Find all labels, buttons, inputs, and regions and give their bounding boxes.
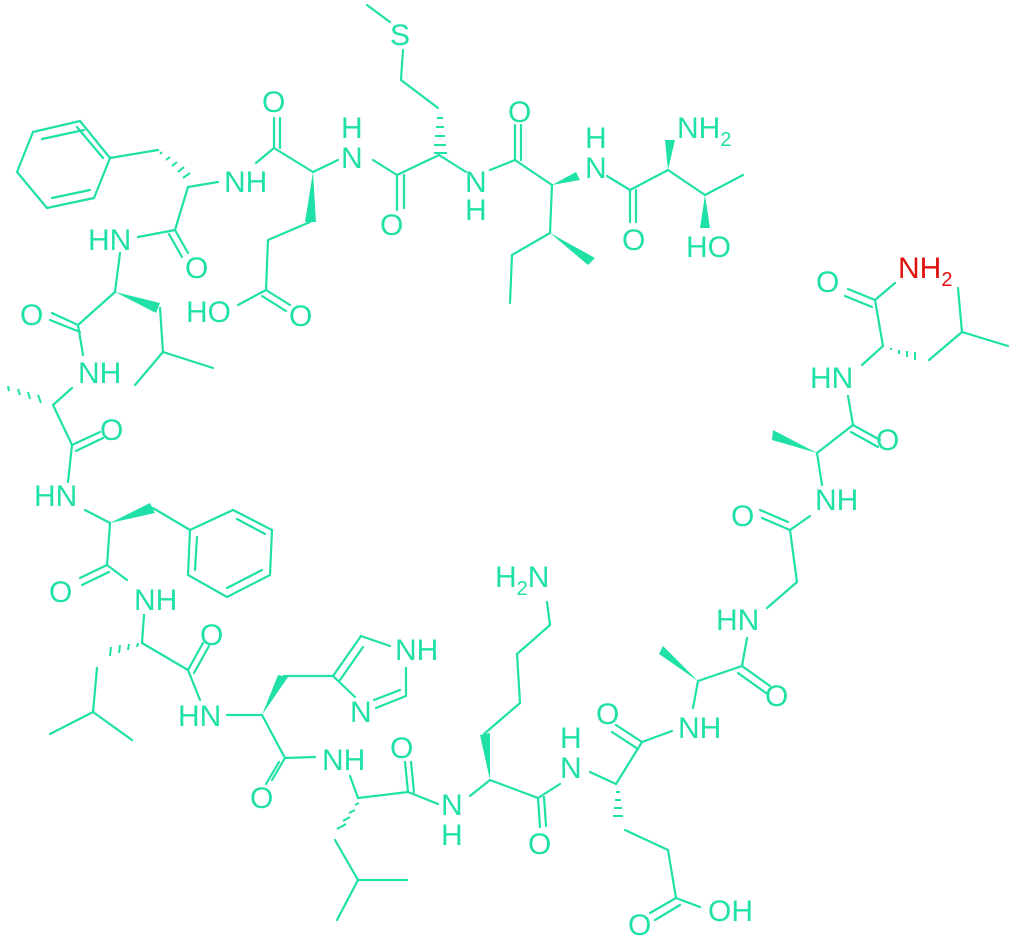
lys-amide-n: N (441, 789, 463, 822)
ile-amide-h: H (585, 122, 607, 155)
leu3-carbonyl-oxygen: O (390, 732, 413, 765)
his-carbonyl-oxygen: O (250, 782, 273, 815)
leu-c-amide-hn: HN (810, 362, 853, 395)
glu1-side-hydroxyl: HO (186, 296, 231, 329)
glu1-amide-n: N (341, 142, 363, 175)
glu2-amide-h: H (560, 722, 582, 755)
glu1-carbonyl-oxygen: O (262, 86, 285, 119)
thr-carbonyl-oxygen: O (622, 224, 645, 257)
ala1-carbonyl-oxygen: O (100, 414, 123, 447)
n-terminal-amine: NH2 (677, 112, 731, 151)
glu1-side-oxygen: O (289, 300, 312, 333)
ala3-carbonyl-oxygen: O (876, 424, 899, 457)
lys-side-amine: H2N (495, 561, 549, 600)
met-carbonyl-oxygen: O (380, 209, 403, 242)
ala2-amide-nh: NH (678, 712, 721, 745)
lys-carbonyl-oxygen: O (528, 828, 551, 861)
lys-amide-h: H (441, 819, 463, 852)
ala1-amide-nh: NH (78, 357, 121, 390)
ala2-carbonyl-oxygen: O (765, 680, 788, 713)
gly-carbonyl-oxygen: O (731, 500, 754, 533)
leu2-carbonyl-oxygen: O (200, 619, 223, 652)
phe2-amide-hn: HN (34, 480, 77, 513)
phe2-carbonyl-oxygen: O (49, 576, 72, 609)
phe1-carbonyl-oxygen: O (185, 252, 208, 285)
leu2-amide-nh: NH (134, 584, 177, 617)
c-terminal-carbonyl-oxygen: O (816, 266, 839, 299)
glu2-carbonyl-oxygen: O (596, 698, 619, 731)
imidazole-nh: NH (395, 634, 438, 667)
glu2-amide-n: N (560, 752, 582, 785)
glu2-side-hydroxyl: OH (708, 895, 753, 928)
met-amide-n: N (465, 166, 487, 199)
ala3-amide-nh: NH (815, 484, 858, 517)
glu2-side-oxygen: O (628, 909, 651, 942)
leu1-amide-hn: HN (88, 224, 131, 257)
his-amide-hn: HN (178, 700, 221, 733)
glu1-amide-h: H (341, 112, 363, 145)
leu1-carbonyl-oxygen: O (20, 299, 43, 332)
bonds (7, 3, 1010, 922)
c-terminal-amide: NH2 (898, 252, 952, 291)
atom-labels: S NH2 HO O N H O N H O N H O HO O NH HN … (20, 19, 952, 942)
gly-amide-hn: HN (716, 604, 759, 637)
imidazole-n: N (350, 696, 372, 729)
sulfur-atom: S (390, 19, 410, 52)
ile-amide-n: N (585, 152, 607, 185)
leu3-amide-nh: NH (322, 744, 365, 777)
thr-hydroxyl: HO (686, 231, 731, 264)
phe1-amide-nh: NH (224, 166, 267, 199)
ile-carbonyl-oxygen: O (508, 96, 531, 129)
met-amide-h: H (465, 194, 487, 227)
